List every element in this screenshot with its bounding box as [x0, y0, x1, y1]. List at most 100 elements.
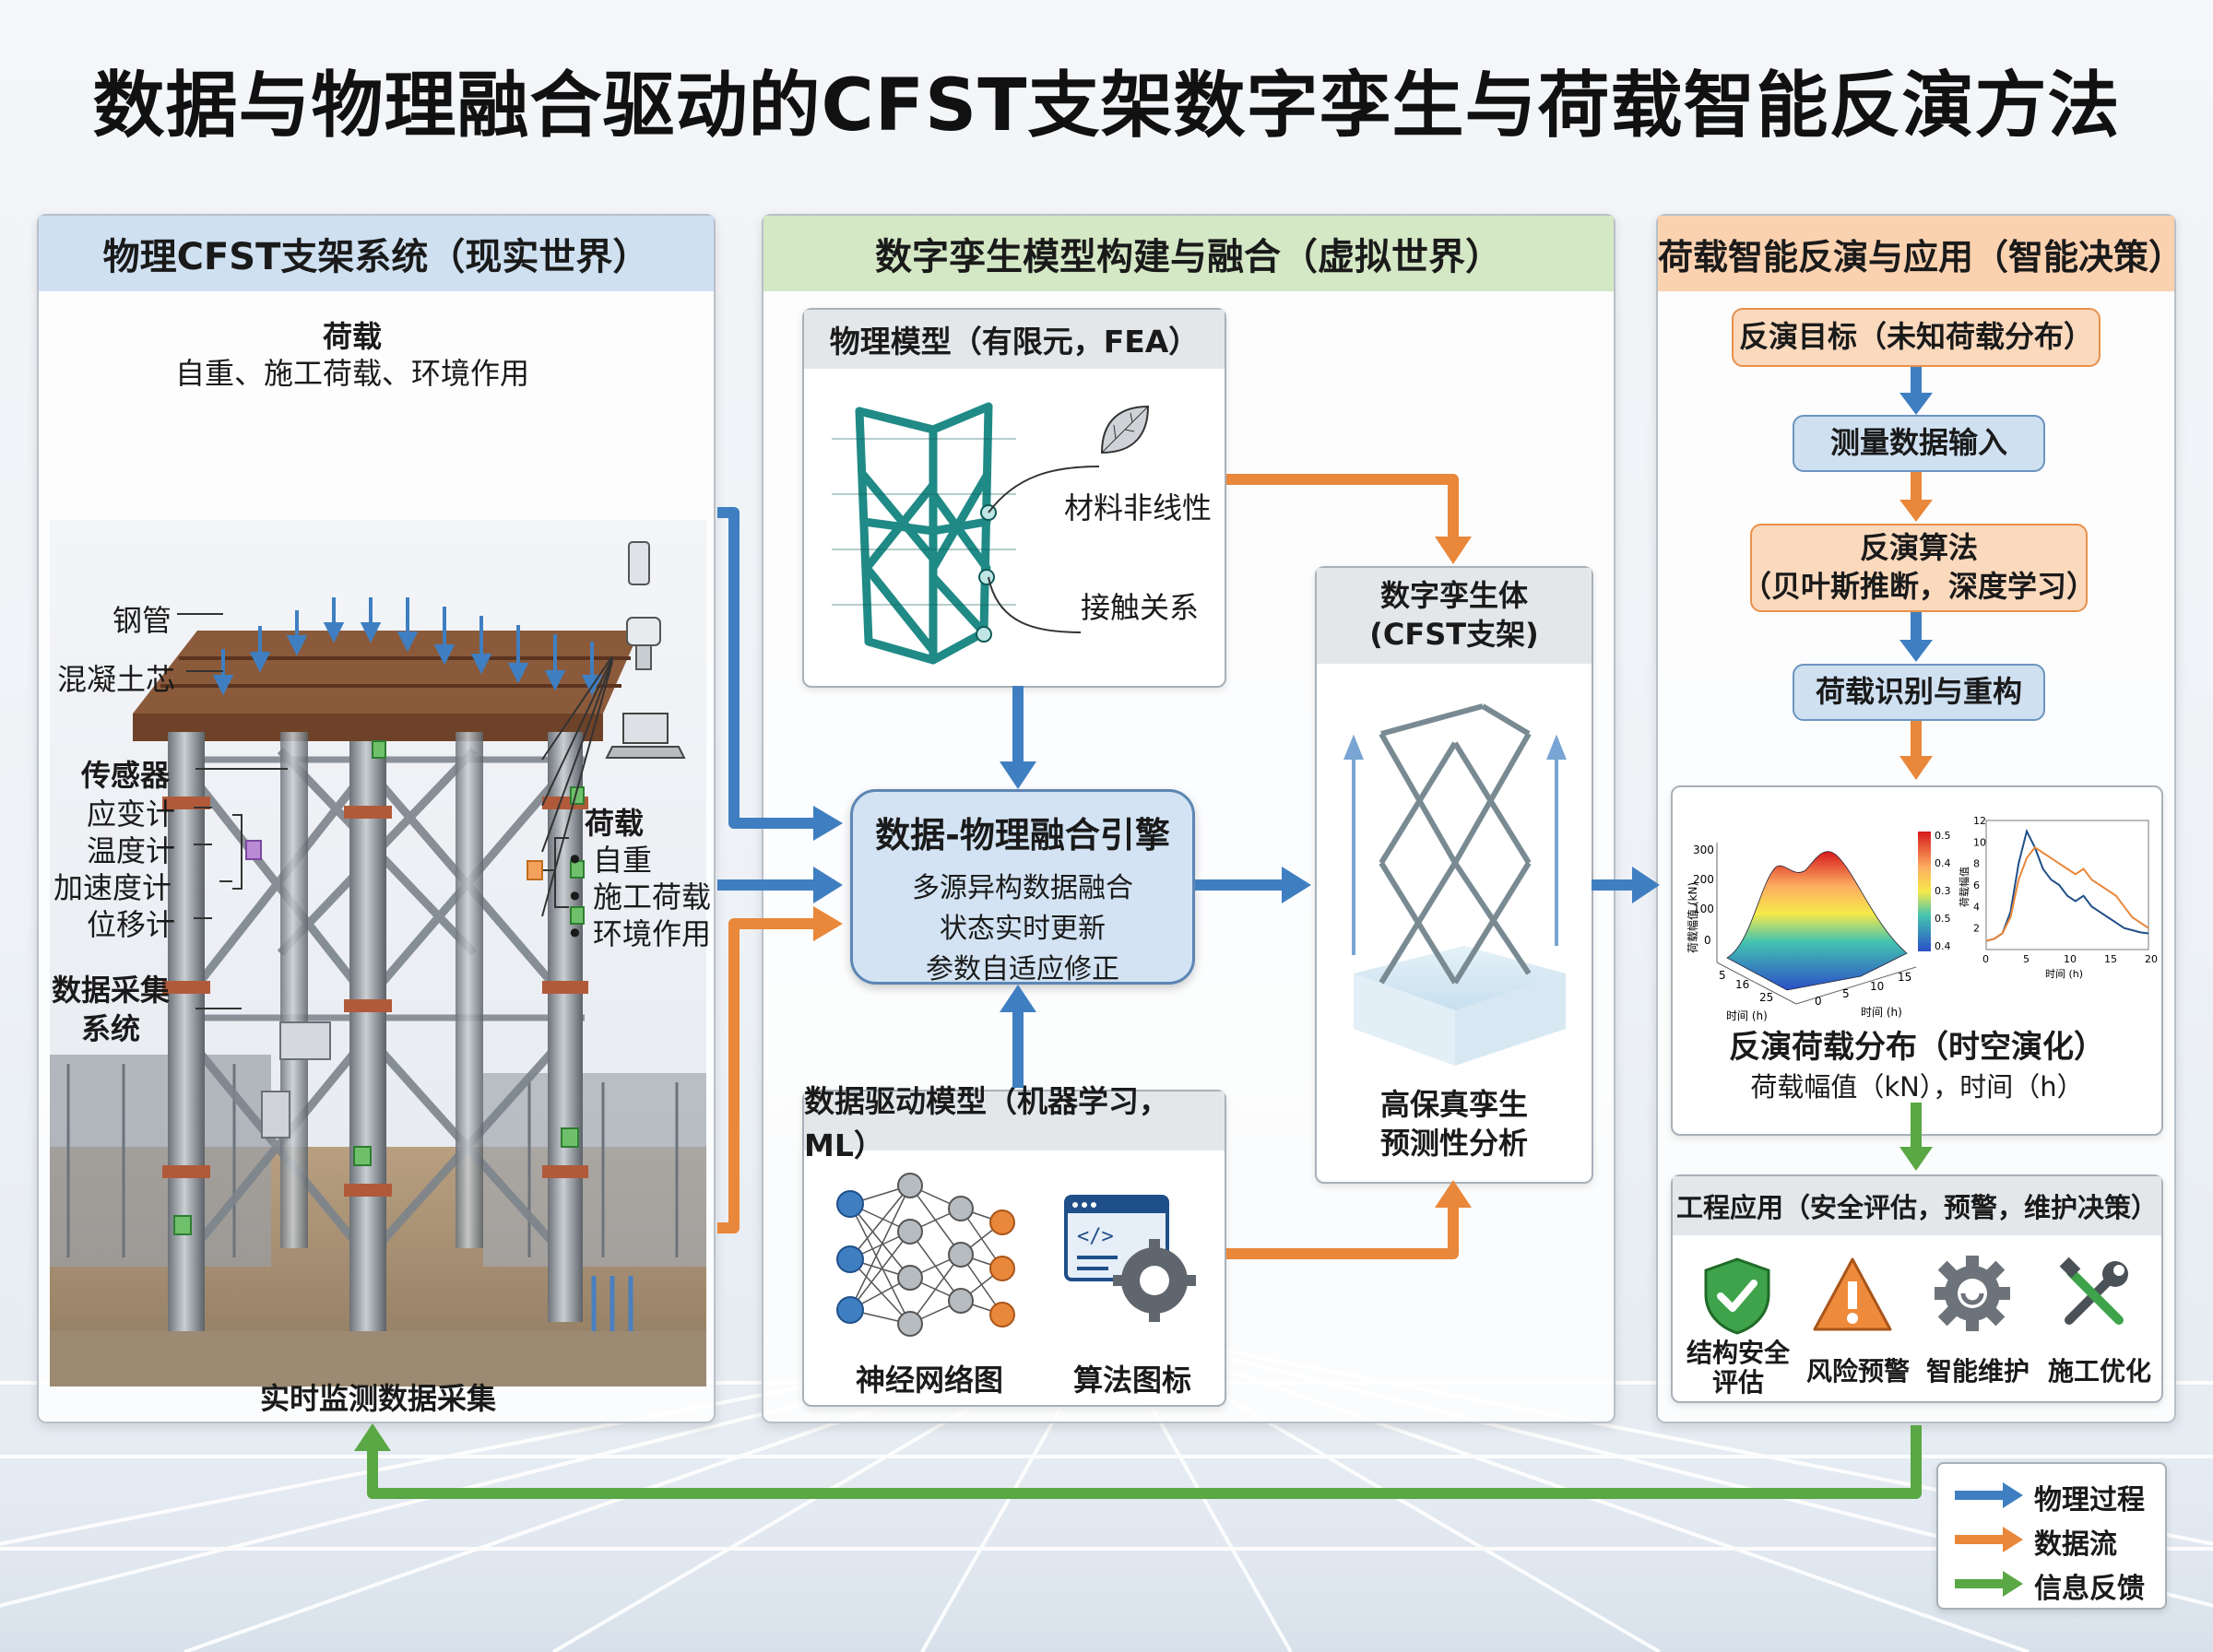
construction-optimization-tools-icon: [2059, 1257, 2128, 1325]
line-series-1: [1985, 828, 2149, 942]
twin-tower-render: [1343, 701, 1567, 1066]
legend: 物理过程 数据流 信息反馈: [1936, 1462, 2167, 1610]
arrow-physical-to-engine-top: [717, 507, 813, 829]
neural-network-icon: [836, 1173, 1015, 1337]
result-subcaption: 荷载幅值（kN），时间（h）: [1750, 1071, 2084, 1103]
line-chart-ylabel: 荷载幅值: [1959, 867, 1970, 907]
result-caption: 反演荷载分布（时空演化）: [1729, 1029, 2105, 1066]
sensor-accelerometer: 加速度计: [53, 870, 172, 905]
legend-physical-process: 物理过程: [2034, 1484, 2145, 1516]
line-x-tick: 10: [2064, 953, 2077, 965]
material-nonlinearity-label: 材料非线性: [1064, 490, 1213, 525]
cb-tick-5: 0.4: [1935, 940, 1951, 952]
load-title: 荷载: [322, 319, 382, 354]
fea-model-card: 物理模型（有限元，FEA）: [802, 308, 1226, 688]
line-y-ticks: 12 10 8 6 4 2: [1973, 815, 1986, 935]
label-leader-lines: [177, 613, 569, 1009]
fea-mesh-tower: [832, 402, 1016, 665]
arrow-feedback-loop: [367, 1425, 1922, 1499]
twin-card-header-bg: [1317, 568, 1592, 664]
load2-environment: • 环境作用: [566, 916, 712, 951]
sensor-device-icons: [541, 541, 686, 917]
arrow-fea-to-twin: [1226, 474, 1459, 537]
line-series-2: [1985, 845, 2149, 942]
nn-label: 神经网络图: [856, 1363, 1004, 1398]
digital-twin-panel-header: 数字孪生模型构建与融合（虚拟世界）: [763, 216, 1614, 291]
z-tick-100: 100: [1693, 903, 1714, 915]
smart-maintenance-gear-icon: [1935, 1256, 2010, 1331]
arrow-physical-to-engine-bottom: [717, 918, 813, 1233]
concrete-core-label: 混凝土芯: [57, 662, 176, 697]
x-tick-5: 5: [1719, 969, 1726, 982]
line-y-tick: 6: [1973, 879, 1980, 891]
inversion-panel-header: 荷载智能反演与应用（智能决策）: [1658, 216, 2183, 291]
legend-data-flow: 数据流: [2034, 1528, 2117, 1561]
sensor-displacement: 位移计: [87, 907, 176, 942]
legend-arrows: [1955, 1482, 2023, 1597]
inversion-target-step: 反演目标（未知荷载分布）: [1732, 308, 2101, 367]
line-chart-xlabel: 时间 (h): [2045, 968, 2083, 980]
legend-info-feedback: 信息反馈: [2034, 1573, 2145, 1605]
twin-caption: 高保真孪生 预测性分析: [1379, 1087, 1528, 1161]
load-subtitle: 自重、施工荷载、环境作用: [174, 356, 529, 391]
fusion-line-2: 状态实时更新: [940, 913, 1106, 945]
svg-text:</>: </>: [1077, 1225, 1114, 1248]
z-tick-0: 0: [1704, 934, 1711, 947]
cb-tick-4: 0.5: [1935, 913, 1951, 925]
physical-system-panel: 物理CFST支架系统（现实世界）: [37, 214, 716, 1423]
load2-title: 荷载: [585, 806, 645, 841]
fea-card-title: 物理模型（有限元，FEA）: [804, 310, 1225, 369]
load2-construction: • 施工荷载: [566, 879, 712, 914]
fusion-line-1: 多源异构数据融合: [912, 872, 1133, 904]
steel-pipe-label: 钢管: [112, 603, 172, 638]
app-smart-maintenance: 智能维护: [1925, 1356, 2030, 1386]
y-tick-10: 10: [1870, 980, 1884, 993]
line-x-tick: 20: [2145, 953, 2158, 965]
applications-title: 工程应用（安全评估，预警，维护决策）: [1673, 1176, 2161, 1235]
daq-system-label: 数据采集 系统: [52, 973, 171, 1046]
line-y-tick: 8: [1973, 858, 1980, 870]
z-tick-300: 300: [1693, 844, 1714, 856]
z-tick-200: 200: [1693, 873, 1714, 886]
line-series-group: [1985, 828, 2149, 942]
fusion-engine-box: 数据-物理融合引擎 多源异构数据融合 状态实时更新 参数自适应修正: [850, 789, 1195, 985]
page-title: 数据与物理融合驱动的CFST支架数字孪生与荷载智能反演方法: [92, 65, 2121, 148]
ml-model-card: 数据驱动模型（机器学习，ML） </> 神经网络图: [802, 1083, 1226, 1407]
app-risk-warning: 风险预警: [1805, 1356, 1910, 1386]
sensors-title: 传感器: [81, 758, 171, 793]
y-tick-15: 15: [1898, 971, 1911, 984]
physical-panel-header: 物理CFST支架系统（现实世界）: [39, 216, 714, 291]
left-panel-footer: 实时监测数据采集: [259, 1381, 496, 1416]
app-structural-safety: 结构安全 评估: [1686, 1338, 1790, 1398]
inversion-algorithm-step: 反演算法 （贝叶斯推断，深度学习）: [1742, 524, 2096, 612]
cb-tick-2: 0.4: [1935, 857, 1951, 869]
line-y-tick: 10: [1973, 836, 1986, 848]
load2-self-weight: • 自重: [566, 843, 653, 878]
algo-label: 算法图标: [1073, 1363, 1192, 1398]
y-tick-5: 5: [1842, 987, 1850, 1000]
arrow-ml-to-twin: [1226, 1208, 1459, 1259]
sensor-strain-gauge: 应变计: [87, 796, 176, 832]
inversion-panel: 荷载智能反演与应用（智能决策） 反演目标（未知荷载分布） 测量数据输入 反演算法…: [1656, 214, 2183, 1423]
load-arrows: [212, 597, 603, 696]
line-y-tick: 12: [1973, 815, 1986, 827]
line-y-tick: 2: [1973, 923, 1980, 935]
twin-card-title: 数字孪生体 (CFST支架): [1369, 578, 1539, 652]
contact-relation-label: 接触关系: [1081, 590, 1200, 625]
digital-twin-panel: 数字孪生模型构建与融合（虚拟世界） 物理模型（有限元，FEA）: [762, 214, 1615, 1423]
digital-twin-card: 数字孪生体 (CFST支架): [1315, 566, 1593, 1184]
fusion-line-3: 参数自适应修正: [926, 953, 1119, 985]
fea-leader-lines: [988, 466, 1100, 633]
fusion-engine-title: 数据-物理融合引擎: [875, 815, 1170, 856]
material-nonlinearity-leaf-icon: [1100, 405, 1150, 454]
structural-safety-shield-icon: [1704, 1257, 1770, 1335]
surface-x-label: 时间 (h): [1726, 1009, 1768, 1022]
cb-tick-3: 0.3: [1935, 885, 1951, 897]
line-y-tick: 4: [1973, 901, 1980, 913]
inversion-result-card: 荷载幅值 (kN) 300 200 100 0 5 16 25 时间 (h) 0…: [1671, 785, 2163, 1136]
cb-tick-1: 0.5: [1935, 830, 1951, 842]
risk-warning-icon: [1813, 1257, 1892, 1331]
